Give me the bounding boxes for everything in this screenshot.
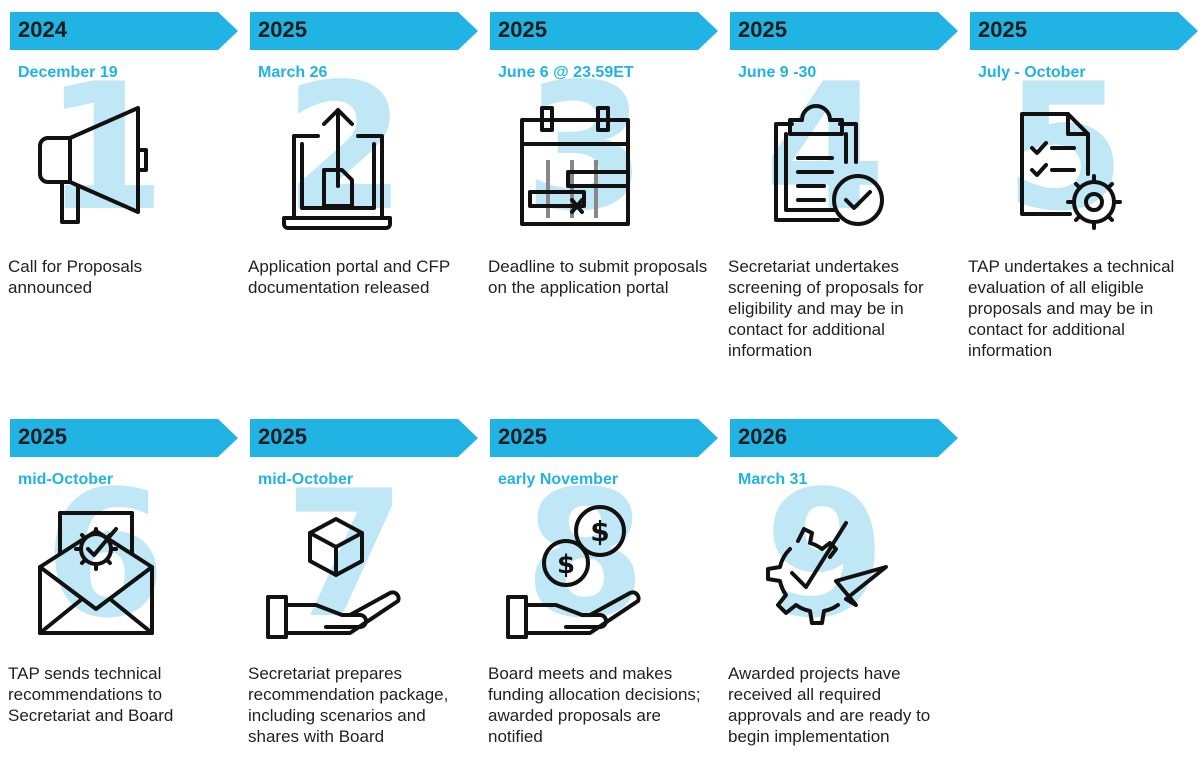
year-banner: 2025 xyxy=(970,12,1198,50)
year-label: 2026 xyxy=(738,424,787,449)
step-description: TAP sends technical recommendations to S… xyxy=(8,664,174,725)
year-banner: 2024 xyxy=(10,12,238,50)
year-banner: 2025 xyxy=(490,12,718,50)
hand-coins-icon: $ $ xyxy=(506,505,641,639)
step-description: Awarded projects have received all requi… xyxy=(728,664,931,746)
year-banner: 2025 xyxy=(490,419,718,457)
date-label: mid-October xyxy=(18,471,114,488)
date-label: June 9 -30 xyxy=(738,64,817,81)
envelope-gear-icon xyxy=(38,511,154,635)
document-gear-icon xyxy=(1020,112,1122,230)
year-banner: 2025 xyxy=(730,12,958,50)
year-label: 2025 xyxy=(978,17,1027,42)
year-banner: 2026 xyxy=(730,419,958,457)
laptop-upload-icon xyxy=(282,108,392,230)
clipboard-check-icon xyxy=(774,104,884,226)
step-description: TAP undertakes a technical evaluation of… xyxy=(968,257,1175,360)
svg-text:$: $ xyxy=(557,550,575,580)
step-description: Call for Proposals announced xyxy=(8,257,143,297)
year-label: 2025 xyxy=(498,17,547,42)
year-banner: 2025 xyxy=(10,419,238,457)
year-label: 2024 xyxy=(18,17,67,42)
year-label: 2025 xyxy=(18,424,67,449)
year-banner: 2025 xyxy=(250,12,478,50)
date-label: mid-October xyxy=(258,471,354,488)
date-label: early November xyxy=(498,471,619,488)
step-description: Secretariat undertakes screening of prop… xyxy=(728,257,924,360)
date-label: March 31 xyxy=(738,471,808,488)
year-banner: 2025 xyxy=(250,419,478,457)
svg-text:$: $ xyxy=(590,515,609,548)
step-description: Board meets and makes funding allocation… xyxy=(488,664,701,746)
calendar-deadline-icon xyxy=(520,106,630,226)
gear-check-send-icon xyxy=(766,521,888,625)
year-label: 2025 xyxy=(738,17,787,42)
megaphone-icon xyxy=(38,106,148,224)
hand-box-icon xyxy=(266,517,401,639)
year-label: 2025 xyxy=(258,424,307,449)
date-label: March 26 xyxy=(258,64,328,81)
step-description: Deadline to submit proposals on the appl… xyxy=(488,257,708,297)
date-label: July - October xyxy=(978,64,1086,81)
date-label: June 6 @ 23.59ET xyxy=(498,64,634,81)
year-label: 2025 xyxy=(258,17,307,42)
step-description: Secretariat prepares recommendation pack… xyxy=(248,664,449,746)
year-label: 2025 xyxy=(498,424,547,449)
step-description: Application portal and CFP documentation… xyxy=(248,257,450,297)
date-label: December 19 xyxy=(18,64,118,81)
